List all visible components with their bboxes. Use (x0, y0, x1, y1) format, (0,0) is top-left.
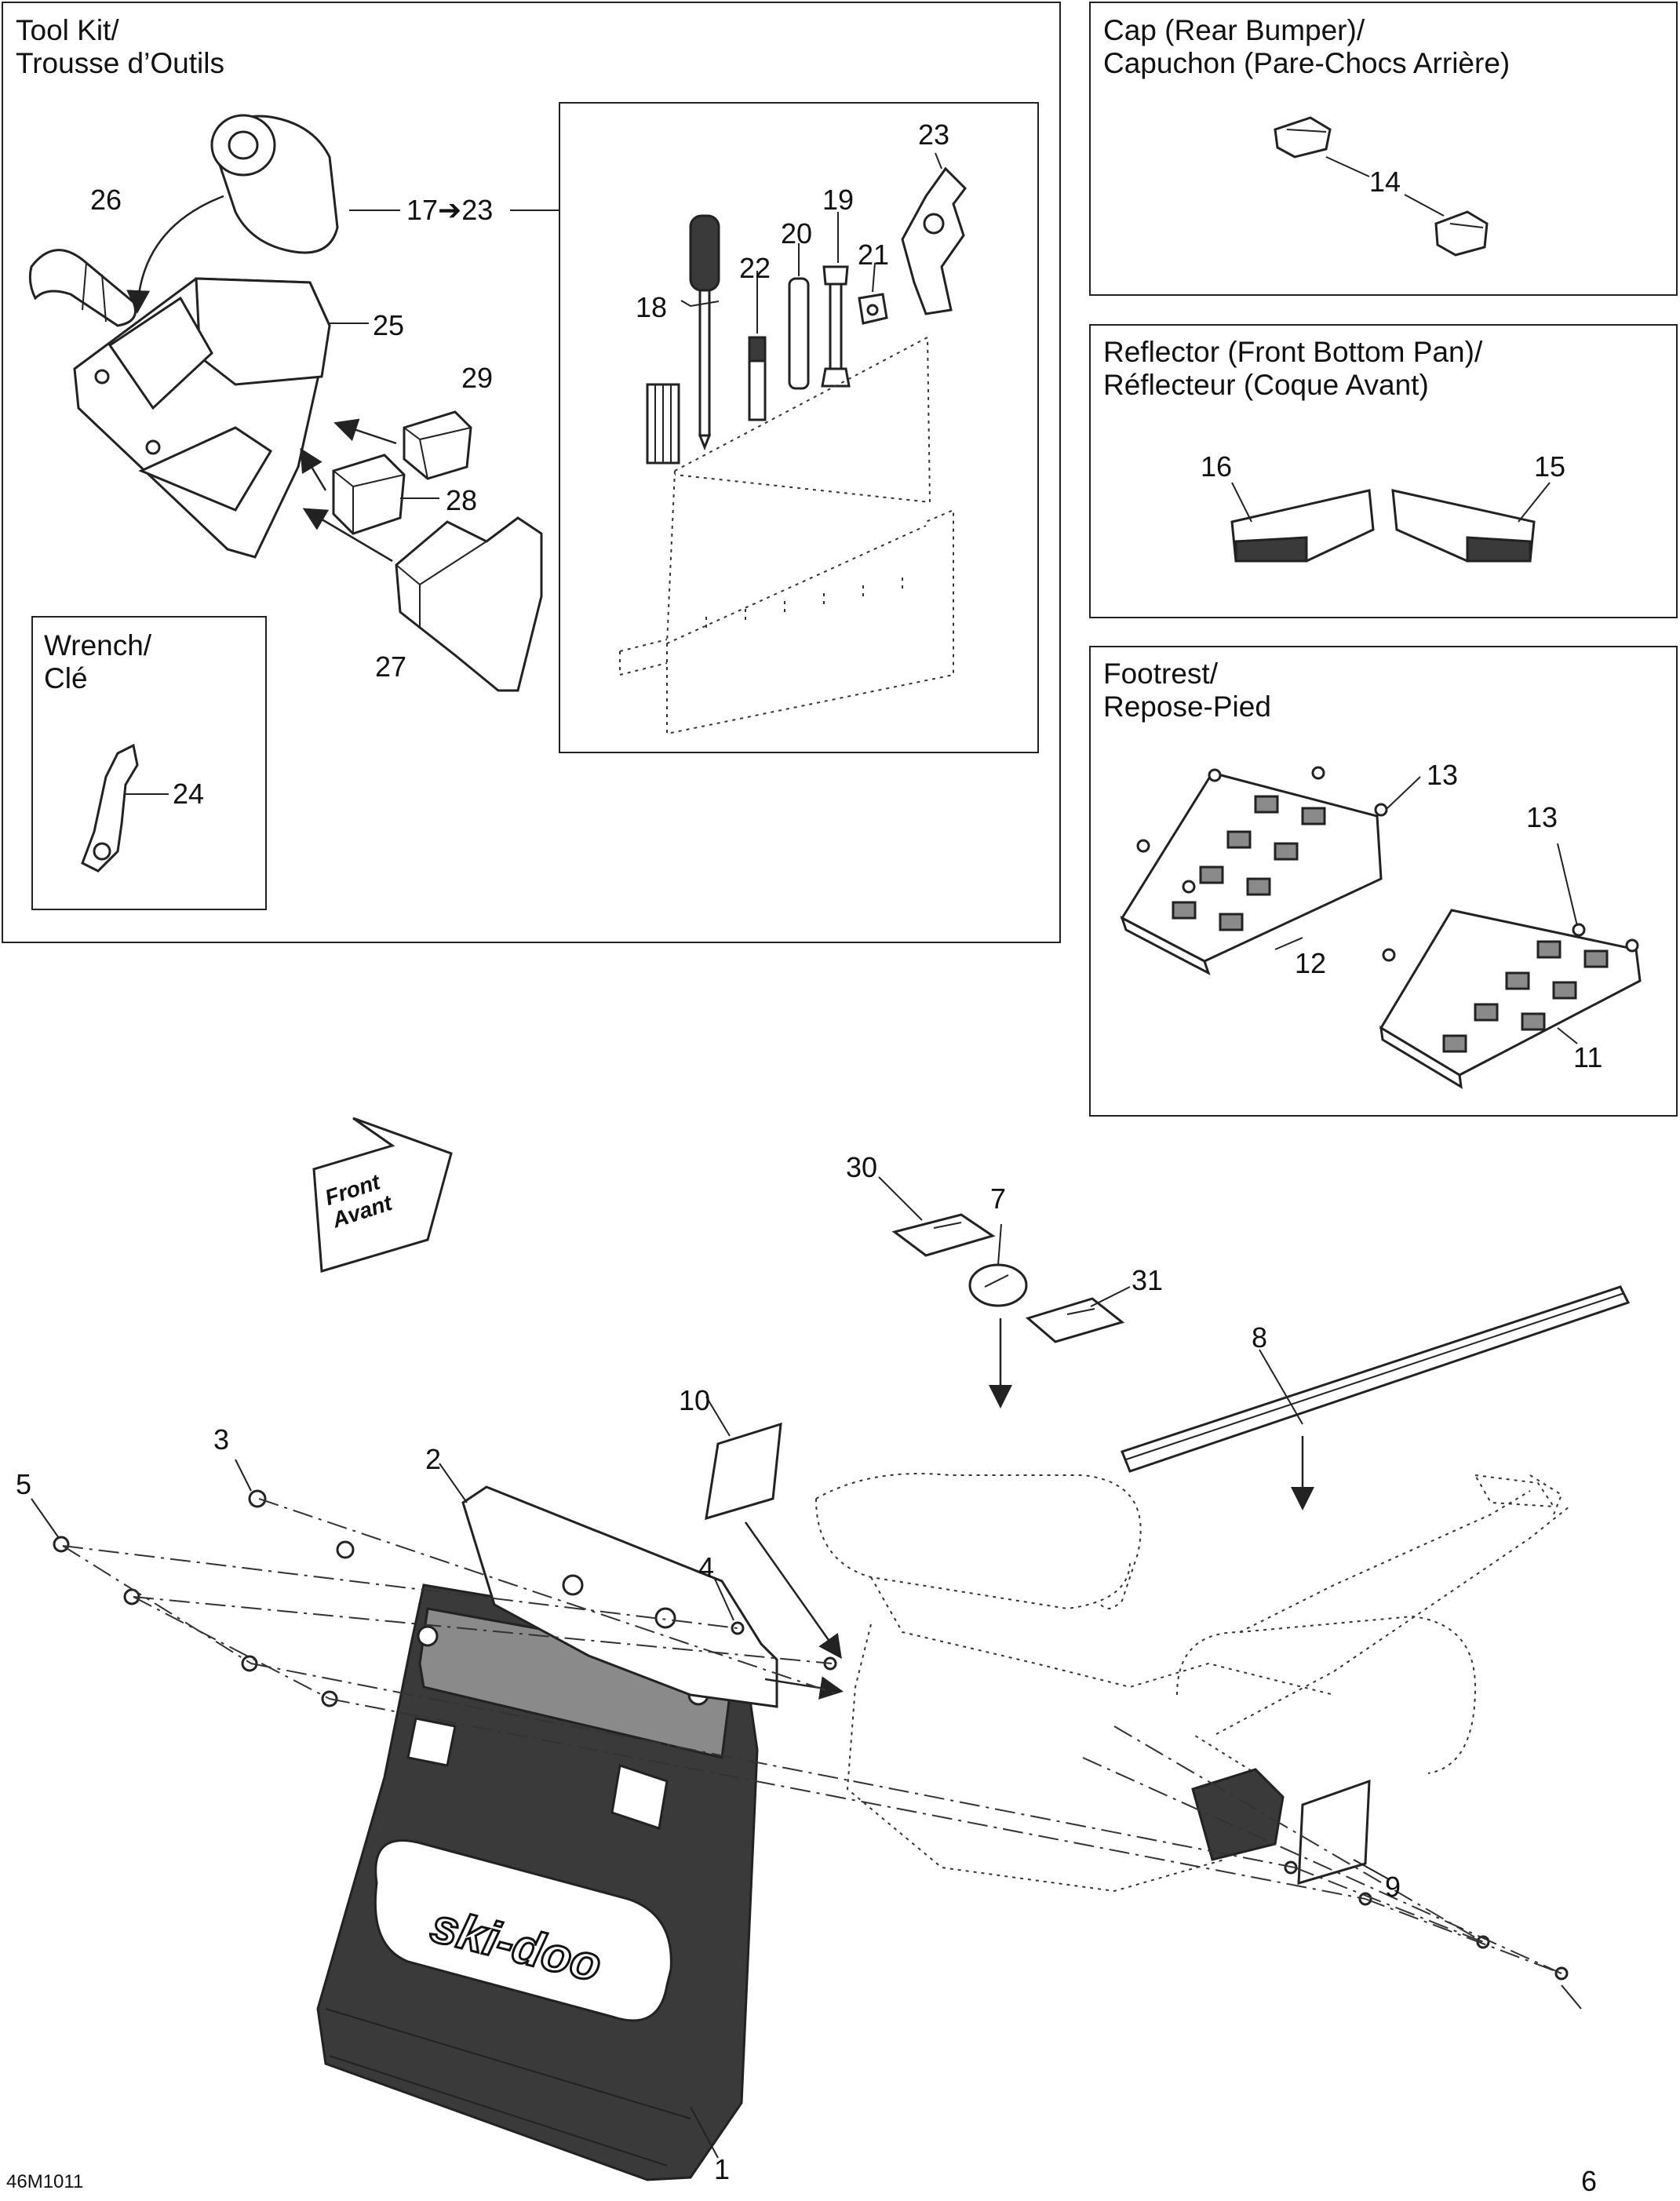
bit-holder (646, 383, 680, 465)
washers-5 (53, 1536, 338, 1707)
footrest-11 (1379, 909, 1642, 1089)
wrench-24 (81, 743, 139, 873)
callout-29: 29 (461, 362, 494, 394)
rear-frame (815, 1473, 1570, 1893)
callout-30: 30 (846, 1151, 878, 1183)
callout-11: 11 (1573, 1041, 1603, 1073)
reflector-title: Reflector (Front Bottom Pan)/ Réflecteur… (1103, 336, 1483, 401)
callout-3: 3 (213, 1423, 230, 1456)
callout-14: 14 (1369, 166, 1401, 198)
callout-28: 28 (446, 484, 478, 516)
callout-17-23: 17➔23 (406, 194, 494, 226)
callout-18: 18 (636, 291, 668, 323)
callout-10: 10 (679, 1384, 711, 1416)
footrest-screws (1136, 766, 1639, 962)
tool-20 (788, 277, 810, 390)
trim-strip-8 (1121, 1285, 1631, 1473)
footrest-12 (1120, 771, 1383, 976)
tool-roll (210, 114, 339, 254)
reflector-panel (1089, 324, 1678, 618)
callout-26: 26 (90, 184, 122, 216)
foam-block-29 (403, 410, 472, 480)
open-end-wrench (821, 265, 851, 388)
strap (28, 249, 137, 327)
figure-code: 46M1011 (6, 2171, 84, 2192)
callout-9: 9 (1385, 1871, 1401, 1903)
foam-block-27 (395, 516, 543, 692)
rear-tunnel-extension (1191, 1768, 1285, 1861)
callout-5: 5 (16, 1468, 32, 1500)
callout-31: 31 (1132, 1264, 1164, 1296)
callout-20: 20 (781, 217, 813, 250)
callout-25: 25 (373, 309, 405, 341)
callout-8: 8 (1252, 1321, 1268, 1354)
cap-14-upper (1274, 116, 1332, 159)
callout-19: 19 (822, 184, 855, 216)
screwdriver (689, 214, 720, 451)
callout-24: 24 (173, 778, 205, 810)
callout-27: 27 (375, 650, 407, 683)
callout-7: 7 (990, 1182, 1007, 1215)
footrest-title: Footrest/ Repose-Pied (1103, 658, 1271, 723)
front-arrow (312, 1117, 453, 1273)
callout-21: 21 (858, 239, 890, 271)
snow-flap (316, 1583, 759, 2181)
decal-30 (891, 1213, 996, 1257)
reflector-16 (1230, 489, 1375, 563)
callout-4: 4 (698, 1551, 715, 1583)
tool-22 (748, 336, 767, 421)
rivets-3 (248, 1489, 355, 1559)
cap-title: Cap (Rear Bumper)/ Capuchon (Pare-Chocs … (1103, 14, 1511, 79)
callout-6: 6 (1581, 2165, 1598, 2197)
callout-22: 22 (739, 252, 771, 284)
tool-bag (73, 277, 331, 559)
cap-panel (1089, 2, 1678, 296)
callout-1: 1 (714, 2153, 731, 2185)
reflector-15 (1391, 489, 1536, 563)
callout-13-left: 13 (1427, 759, 1459, 791)
callout-13-right: 13 (1526, 801, 1558, 833)
nuts-6 (1284, 1860, 1569, 1981)
tool-21 (858, 293, 888, 325)
wrench-panel (31, 616, 267, 910)
callout-2: 2 (425, 1443, 442, 1475)
tool-23 (901, 166, 967, 315)
decal-9 (1297, 1779, 1371, 1886)
decal-31 (1025, 1297, 1125, 1343)
tool-pouch (619, 336, 954, 735)
reinforcement-plate (461, 1485, 778, 1708)
decal-10 (705, 1422, 782, 1521)
callout-15: 15 (1534, 450, 1566, 483)
cap-14-lower (1434, 210, 1489, 257)
callout-23: 23 (918, 118, 950, 151)
foam-block-28 (332, 454, 406, 535)
tool-kit-inset-panel (559, 102, 1039, 753)
callout-16: 16 (1201, 450, 1233, 483)
wrench-title: Wrench/ Clé (44, 629, 152, 694)
tool-kit-title: Tool Kit/ Trousse d’Outils (16, 14, 224, 79)
sticker-7 (968, 1263, 1028, 1307)
callout-12: 12 (1295, 947, 1327, 979)
